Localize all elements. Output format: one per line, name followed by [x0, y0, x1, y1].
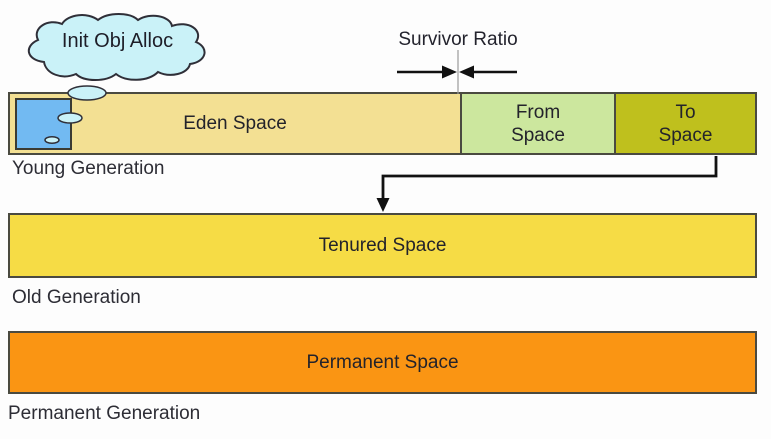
permanent-generation-label: Permanent Generation — [8, 403, 201, 424]
init-obj-alloc-label: Init Obj Alloc — [61, 30, 174, 52]
permanent-space-box: Permanent Space — [8, 331, 757, 394]
to-space-label-line1: To — [675, 101, 696, 123]
arrowhead-left — [459, 65, 474, 79]
arrowhead-right — [442, 65, 457, 79]
from-space-label-line2: Space — [511, 124, 565, 146]
to-space-box: To Space — [614, 94, 755, 153]
tenured-space-label: Tenured Space — [318, 234, 447, 256]
survivor-ratio-label: Survivor Ratio — [398, 29, 518, 50]
to-space-label-line2: Space — [658, 124, 713, 146]
arrowhead-down — [376, 198, 390, 212]
tenured-space-box: Tenured Space — [8, 213, 757, 278]
from-space-box: From Space — [460, 94, 614, 153]
survivor-ratio-arrows-icon — [397, 50, 517, 94]
promotion-arrow-icon — [376, 156, 718, 212]
from-space-label-line1: From — [515, 101, 561, 123]
eden-space-label: Eden Space — [183, 113, 287, 134]
old-generation-label: Old Generation — [12, 287, 141, 308]
permanent-space-label: Permanent Space — [306, 351, 459, 373]
init-alloc-square — [15, 98, 72, 150]
eden-space-box: Eden Space — [10, 94, 460, 153]
young-generation-label: Young Generation — [12, 158, 165, 179]
young-generation-box: Eden Space From Space To Space — [8, 92, 757, 155]
